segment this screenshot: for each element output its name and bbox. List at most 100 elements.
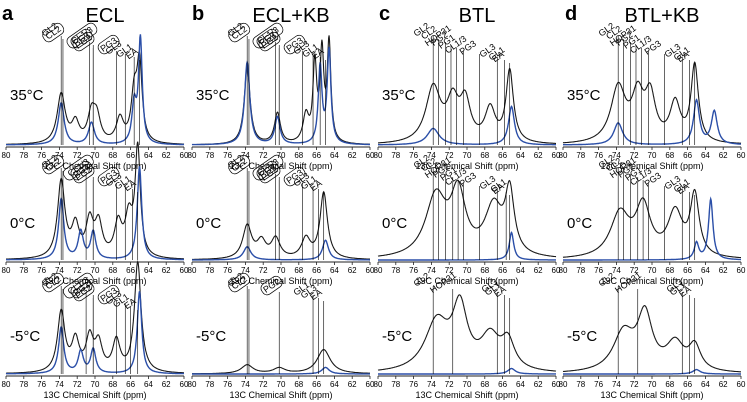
x-tick-label: 74 [427,380,436,389]
x-tick-label: 72 [259,151,268,160]
x-tick-label: 70 [91,380,100,389]
temperature-label: 35°C [196,87,230,104]
x-tick-label: 74 [612,151,621,160]
x-tick-label: 60 [737,151,746,160]
peak-label-box [70,28,93,49]
x-tick-label: 76 [223,266,232,275]
x-tick-label: 80 [2,380,11,389]
x-tick-label: 60 [366,266,375,275]
x-tick-label: 68 [108,380,117,389]
x-tick-label: 68 [665,151,674,160]
x-tick-label: 78 [205,266,214,275]
x-tick-label: 62 [719,266,728,275]
x-tick-label: 62 [162,380,171,389]
temperature-label: 0°C [10,215,35,232]
blue-spectrum-line [563,98,741,146]
x-tick-label: 72 [630,151,639,160]
peak-label-box [63,272,94,299]
peak-label-box [258,163,281,184]
x-axis-label: 13C Chemical Shift (ppm) [43,161,146,171]
peak-label-box [70,278,93,299]
x-tick-label: 70 [91,151,100,160]
x-tick-label: 64 [701,151,710,160]
black-spectrum-line [6,50,184,145]
x-tick-label: 76 [37,151,46,160]
x-tick-label: 72 [73,380,82,389]
peak-label-box [258,31,281,52]
x-tick-label: 64 [516,266,525,275]
x-tick-label: 62 [162,151,171,160]
x-tick-label: 76 [409,151,418,160]
x-tick-label: 64 [516,151,525,160]
x-tick-label: 70 [277,151,286,160]
temperature-label: 0°C [196,215,221,232]
x-axis-label: 13C Chemical Shift (ppm) [415,161,518,171]
x-tick-label: 70 [91,266,100,275]
temperature-label: -5°C [382,328,412,345]
peak-label-box [252,22,284,49]
x-tick-label: 76 [594,380,603,389]
black-spectrum-line [562,188,741,259]
peak-label-box [97,166,120,187]
black-spectrum-line [378,67,556,144]
temperature-label: 35°C [382,87,416,104]
peak-label-box [66,22,98,49]
x-tick-label: 66 [498,266,507,275]
blue-spectrum-line [378,367,556,375]
x-tick-label: 74 [55,380,64,389]
panel-title: ECL [86,5,125,27]
black-spectrum-line [562,305,741,373]
peak-label-box [42,154,65,175]
x-tick-label: 72 [445,151,454,160]
x-tick-label: 70 [277,266,286,275]
peak-label-box [42,22,65,43]
x-tick-label: 70 [277,380,286,389]
x-tick-label: 60 [737,380,746,389]
x-tick-label: 64 [701,380,710,389]
panel-title: ECL+KB [252,5,329,27]
peak-label-box [72,31,95,52]
x-tick-label: 66 [683,266,692,275]
blue-spectrum-line [378,231,556,261]
panel-letter: a [2,3,14,25]
x-tick-label: 70 [648,380,657,389]
x-tick-label: 60 [366,151,375,160]
blue-spectrum-line [5,291,184,375]
x-tick-label: 72 [445,266,454,275]
x-tick-label: 66 [126,380,135,389]
x-tick-label: 78 [576,266,585,275]
x-tick-label: 66 [126,266,135,275]
x-axis-label: 13C Chemical Shift (ppm) [229,390,332,400]
x-tick-label: 80 [559,380,568,389]
blue-spectrum-line [378,105,556,146]
black-spectrum-line [6,141,184,260]
black-spectrum-line [377,294,557,372]
x-tick-label: 60 [552,380,561,389]
x-tick-label: 72 [73,151,82,160]
x-tick-label: 72 [73,266,82,275]
x-tick-label: 76 [37,380,46,389]
x-tick-label: 76 [223,380,232,389]
x-tick-label: 80 [559,151,568,160]
x-tick-label: 80 [188,266,197,275]
x-tick-label: 66 [312,380,321,389]
x-tick-label: 68 [108,266,117,275]
peak-label-box [256,160,279,181]
x-tick-label: 74 [241,266,250,275]
x-tick-label: 76 [594,151,603,160]
x-tick-label: 68 [665,266,674,275]
x-axis-label: 13C Chemical Shift (ppm) [229,276,332,286]
peak-label-box [228,272,251,293]
x-tick-label: 68 [294,151,303,160]
x-tick-label: 78 [576,151,585,160]
black-spectrum-line [6,259,184,374]
panel-title: BTL+KB [624,5,699,27]
